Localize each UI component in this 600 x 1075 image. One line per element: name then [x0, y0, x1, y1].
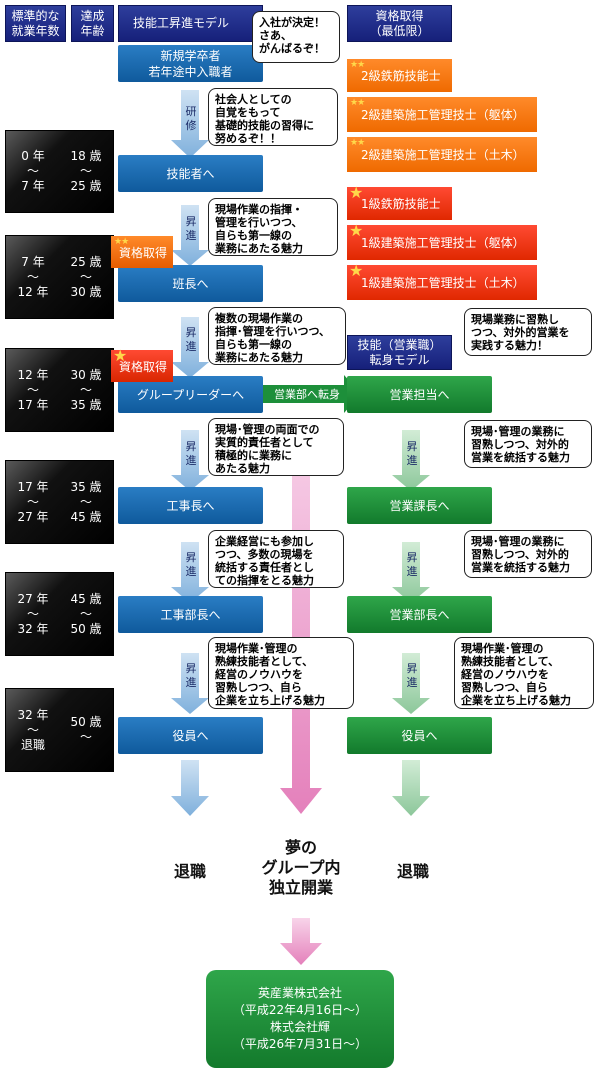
transfer-label: 営業部へ転身 — [274, 388, 340, 401]
dream-independence: 夢の グループ内 独立開業 — [261, 838, 341, 897]
age-block: 7 年 〜 12 年 25 歳 〜 30 歳 — [5, 235, 114, 319]
years-range: 12 年 〜 17 年 — [17, 367, 49, 412]
speech-bubble: 社会人としての 自覚をもって 基礎的技能の習得に 努めるぞ！！ — [208, 88, 338, 146]
header-qualification: 資格取得 （最低限） — [347, 5, 452, 42]
retire-right: 退職 — [396, 862, 429, 881]
header-age: 達成 年齢 — [71, 5, 114, 42]
star-icon: ★ — [349, 221, 364, 240]
speech-bubble: 現場作業･管理の 熟練技能者として、 経営のノウハウを 習熟しつつ、自ら 企業を… — [208, 637, 354, 709]
promotion-label: 昇 進 — [185, 326, 197, 353]
years-range: 7 年 〜 12 年 — [17, 254, 49, 299]
speech-bubble: 現場作業の指揮・ 管理を行いつつ、 自らも第一線の 業務にあたる魅力 — [208, 198, 338, 256]
qualification-item: ★ 1級建築施工管理技士（躯体） — [347, 221, 537, 260]
header-skill-model: 技能工昇進モデル — [118, 5, 263, 42]
promotion-label: 昇 進 — [406, 440, 418, 467]
qualification-badge: ★ 資格取得 — [111, 346, 173, 382]
age-range: 45 歳 〜 50 歳 — [70, 591, 102, 636]
step-skilled-worker: 技能者へ — [118, 155, 263, 192]
star-icon: ★ — [349, 261, 364, 280]
down-arrow-icon — [280, 418, 322, 965]
age-range: 35 歳 〜 45 歳 — [70, 479, 102, 524]
qualification-label: 2級建築施工管理技士（躯体） — [361, 108, 525, 122]
step-sales-rep: 営業担当へ — [347, 376, 492, 413]
step-construction-manager: 工事部長へ — [118, 596, 263, 633]
step-group-leader: グループリーダーへ — [118, 376, 263, 413]
age-block: 32 年 〜 退職 50 歳 〜 — [5, 688, 114, 772]
age-range: 30 歳 〜 35 歳 — [70, 367, 102, 412]
qualification-label: 1級建築施工管理技士（土木） — [361, 276, 525, 290]
speech-bubble: 現場業務に習熟し つつ、対外的営業を 実践する魅力！ — [464, 308, 592, 356]
years-range: 0 年 〜 7 年 — [21, 149, 45, 193]
two-star-icon: ★★ — [114, 237, 129, 247]
badge-label: 資格取得 — [118, 359, 167, 374]
age-range: 18 歳 〜 25 歳 — [70, 149, 102, 193]
header-years: 標準的な 就業年数 — [5, 5, 66, 42]
speech-bubble: 複数の現場作業の 指揮･管理を行いつつ、 自らも第一線の 業務にあたる魅力 — [208, 307, 346, 365]
qualification-item: ★ 1級鉄筋技能士 — [347, 183, 452, 220]
qualification-badge: ★★ 資格取得 — [111, 236, 173, 268]
company-box: 英産業株式会社 （平成22年4月16日〜） 株式会社輝 （平成26年7月31日〜… — [206, 970, 394, 1068]
age-range: 25 歳 〜 30 歳 — [70, 254, 102, 299]
down-arrow-icon — [392, 430, 430, 816]
age-block: 27 年 〜 32 年 45 歳 〜 50 歳 — [5, 572, 114, 656]
qualification-item: ★★ 2級建築施工管理技士（躯体） — [347, 97, 537, 132]
speech-bubble: 現場･管理の業務に 習熟しつつ、対外的 営業を統括する魅力 — [464, 530, 592, 578]
speech-bubble: 現場･管理の業務に 習熟しつつ、対外的 営業を統括する魅力 — [464, 420, 592, 468]
step-executive: 役員へ — [118, 717, 263, 754]
promotion-label: 昇 進 — [406, 662, 418, 689]
transfer-arrow-icon — [262, 375, 361, 413]
qualification-item: ★★ 2級建築施工管理技士（土木） — [347, 137, 537, 172]
promotion-label: 昇 進 — [185, 440, 197, 467]
star-icon: ★ — [349, 183, 364, 202]
age-range: 50 歳 〜 — [70, 715, 102, 744]
two-star-icon: ★★ — [350, 98, 365, 108]
step-sales-manager: 営業部長へ — [347, 596, 492, 633]
step-foreman: 班長へ — [118, 265, 263, 302]
entry-box: 新規学卒者 若年途中入職者 — [118, 45, 263, 82]
qualification-label: 2級鉄筋技能士 — [361, 69, 441, 83]
speech-bubble: 現場･管理の両面での 実質的責任者として 積極的に業務に あたる魅力 — [208, 418, 344, 476]
years-range: 17 年 〜 27 年 — [17, 479, 49, 524]
qualification-item: ★ 1級建築施工管理技士（土木） — [347, 261, 537, 300]
retire-left: 退職 — [173, 862, 206, 881]
step-site-chief: 工事長へ — [118, 487, 263, 524]
years-range: 32 年 〜 退職 — [17, 707, 49, 752]
qualification-label: 2級建築施工管理技士（土木） — [361, 148, 525, 162]
age-block: 12 年 〜 17 年 30 歳 〜 35 歳 — [5, 348, 114, 432]
promotion-label: 昇 進 — [406, 551, 418, 578]
years-range: 27 年 〜 32 年 — [17, 591, 49, 636]
age-block: 0 年 〜 7 年 18 歳 〜 25 歳 — [5, 130, 114, 213]
speech-bubble: 企業経営にも参加し つつ、多数の現場を 統括する責任者とし ての指揮をとる魅力 — [208, 530, 344, 588]
down-arrow-icon — [171, 90, 209, 816]
speech-bubble: 現場作業･管理の 熟練技能者として、 経営のノウハウを 習熟しつつ、自ら 企業を… — [454, 637, 594, 709]
qualification-item: ★★ 2級鉄筋技能士 — [347, 59, 452, 92]
promotion-label: 昇 進 — [185, 551, 197, 578]
two-star-icon: ★★ — [350, 60, 365, 70]
header-sales-model: 技能（営業職） 転身モデル — [347, 335, 452, 370]
step-sales-executive: 役員へ — [347, 717, 492, 754]
star-icon: ★ — [113, 346, 128, 365]
promotion-label: 昇 進 — [185, 215, 197, 242]
age-block: 17 年 〜 27 年 35 歳 〜 45 歳 — [5, 460, 114, 544]
qualification-label: 1級鉄筋技能士 — [361, 197, 441, 211]
training-label: 研 修 — [185, 105, 197, 132]
entry-speech-bubble: 入社が決定！ さあ、 がんばるぞ！ — [252, 11, 340, 63]
promotion-label: 昇 進 — [185, 662, 197, 689]
qualification-label: 1級建築施工管理技士（躯体） — [361, 236, 525, 250]
badge-label: 資格取得 — [118, 245, 167, 260]
two-star-icon: ★★ — [350, 138, 365, 148]
step-sales-section-chief: 営業課長へ — [347, 487, 492, 524]
